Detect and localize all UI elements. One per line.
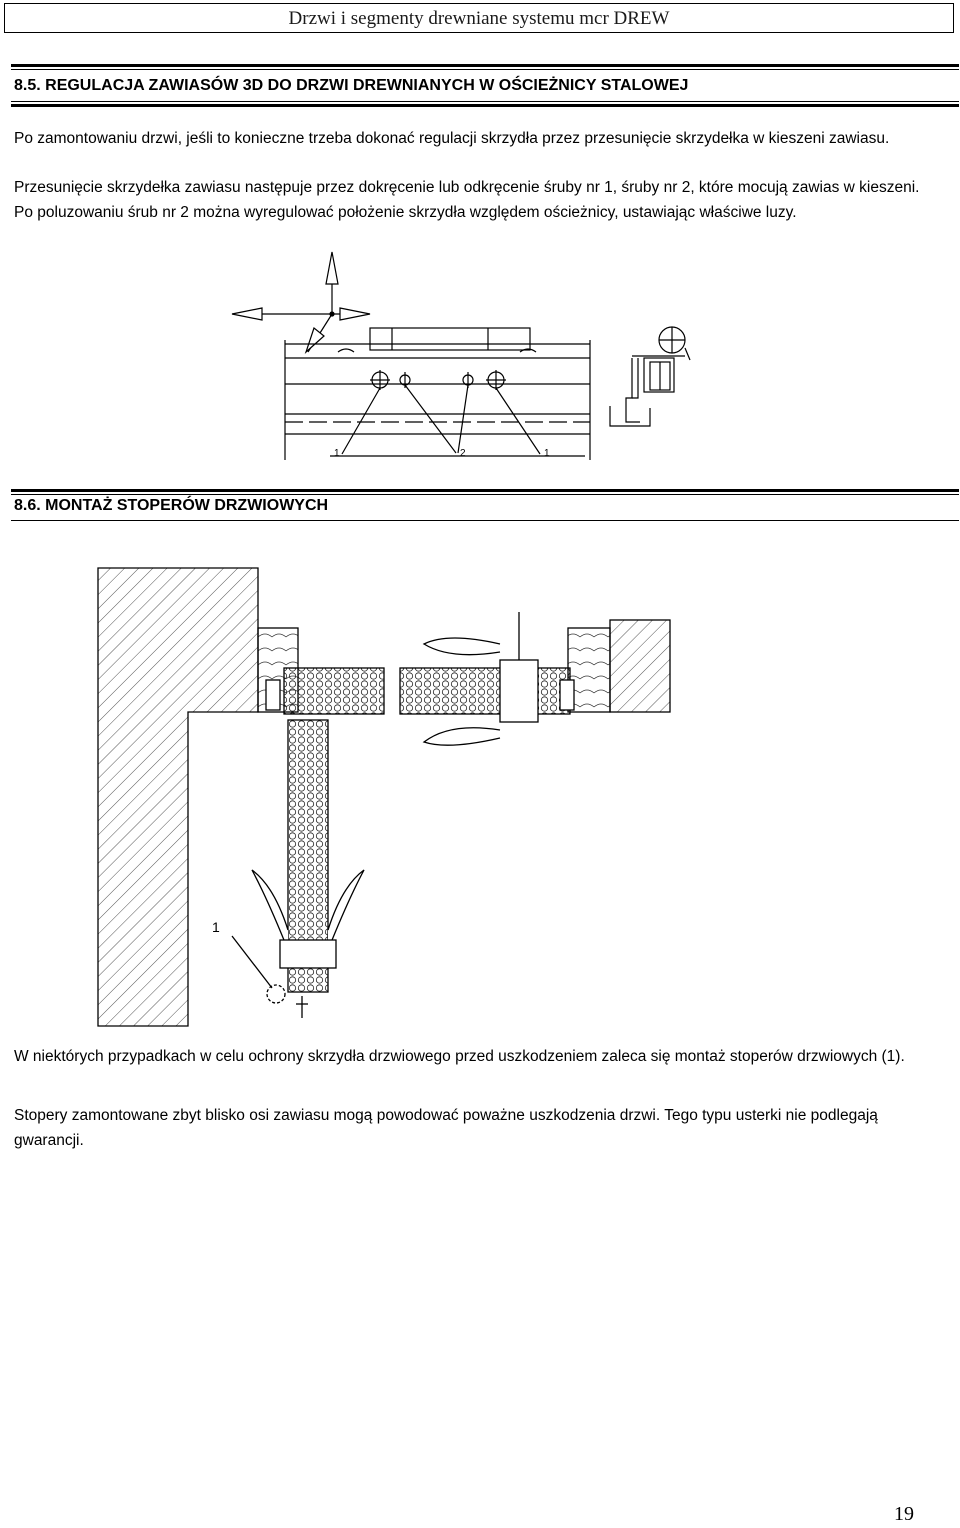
- arrow-up-head: [325, 251, 339, 285]
- door-handle-block: [499, 659, 539, 723]
- section-85-paragraph-1: Po zamontowaniu drzwi, jeśli to konieczn…: [14, 130, 890, 147]
- section-86-rule-thin: [11, 494, 959, 495]
- right-frame: [567, 627, 611, 713]
- page-number: 19: [894, 1503, 914, 1525]
- right-wall: [609, 619, 671, 713]
- open-handle-right: [327, 869, 365, 951]
- figure-label-1-left: 1: [334, 448, 340, 459]
- section-rule-bottom-thin: [11, 101, 959, 102]
- section-86-paragraph-2: Stopery zamontowane zbyt blisko osi zawi…: [14, 1107, 878, 1149]
- open-handle-left: [251, 869, 289, 951]
- figure-label-2: 2: [460, 448, 466, 459]
- hinge-right: [559, 679, 575, 711]
- left-wall: [97, 567, 259, 1027]
- section-86-paragraph-1: W niektórych przypadkach w celu ochrony …: [14, 1048, 905, 1065]
- section-86-rule-bottom: [11, 520, 959, 521]
- hinge-adjustment-diagram: 1 2 1: [231, 251, 691, 460]
- hinge-left: [265, 679, 281, 711]
- arrow-left-head: [231, 307, 263, 321]
- handle-lever-top: [422, 637, 501, 656]
- arrow-right-head: [339, 307, 371, 321]
- hinge-plate: [369, 327, 531, 351]
- section-rule-top: [11, 64, 959, 67]
- frame-profile: [625, 358, 640, 423]
- closed-door-leaf-right: [399, 667, 571, 715]
- section-86-title: 8.6. MONTAŻ STOPERÓW DRZWIOWYCH: [14, 497, 329, 514]
- figure-label-1-right: 1: [544, 448, 550, 459]
- section-rule-bottom: [11, 104, 959, 107]
- hinge-pocket: [643, 357, 675, 393]
- section-86-rule-thick: [11, 489, 959, 492]
- door-stopper-diagram: 1: [97, 567, 671, 1027]
- handle-lever-bottom: [422, 727, 501, 746]
- closed-door-leaf-left: [283, 667, 385, 715]
- section-85-title: 8.5. REGULACJA ZAWIASÓW 3D DO DRZWI DREW…: [14, 77, 689, 94]
- section-85-paragraph-2: Przesunięcie skrzydełka zawiasu następuj…: [14, 179, 920, 221]
- stopper-leader: [231, 935, 273, 989]
- door-stopper: [266, 984, 286, 1004]
- section-rule-top-thin: [11, 69, 959, 70]
- page-header: Drzwi i segmenty drewniane systemu mcr D…: [4, 3, 954, 33]
- header-title: Drzwi i segmenty drewniane systemu mcr D…: [288, 8, 670, 29]
- stopper-label: 1: [212, 919, 220, 935]
